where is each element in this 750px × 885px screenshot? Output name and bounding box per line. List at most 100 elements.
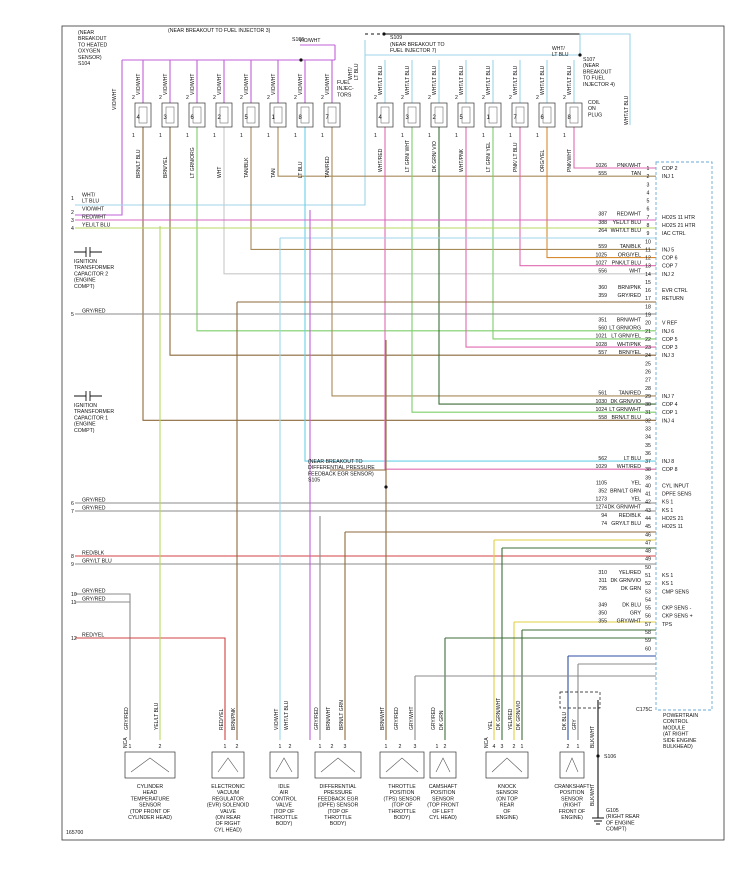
coil-feed-label: WHT/LT BLU xyxy=(378,65,384,95)
pcm-pin-number: 8 xyxy=(647,223,650,229)
pcm-pin-number: 20 xyxy=(645,321,651,327)
pcm-pin-number: 10 xyxy=(645,239,651,245)
ckp-shield xyxy=(559,691,601,709)
cop1-wire xyxy=(492,127,656,340)
inj7-wire xyxy=(331,127,656,397)
coil-feed-label: WHT/LT BLU xyxy=(513,65,519,95)
pcm-wire-color: BRN/PNK xyxy=(618,285,642,291)
pin-label: 2 xyxy=(159,95,162,101)
coil-feed-label: WHT/LT BLU xyxy=(540,65,546,95)
pcm-pin-number: 43 xyxy=(645,508,651,514)
pcm-wire-color: GRY/WHT xyxy=(617,619,642,625)
pcm-circuit-number: 1026 xyxy=(595,163,607,169)
inj3-wire xyxy=(169,127,656,356)
fuel-injector-body xyxy=(242,102,260,128)
tps-label: (TOP OF xyxy=(392,803,413,809)
pcm-label: SIDE ENGINE xyxy=(663,738,697,744)
injector-feed-label: VIO/WHT xyxy=(136,74,142,95)
sensor-wire-label: DK GRN/VIO xyxy=(516,700,522,730)
pcm-pin-function: INJ 3 xyxy=(662,353,674,359)
pin-label: 2 xyxy=(132,95,135,101)
pcm-pin-function: COP 3 xyxy=(662,345,678,351)
cht-label: SENSOR xyxy=(139,803,161,809)
pcm-pin-number: 25 xyxy=(645,361,651,367)
pcm-pin-number: 30 xyxy=(645,402,651,408)
pcm-wire-color: GRY/LT BLU xyxy=(611,521,641,527)
wht-ltblu-right-wire xyxy=(579,33,631,125)
dpfe-breakout-note: FEEDBACK EGR SENSOR) xyxy=(308,471,374,477)
sensor-wire-label: BRN/PNK xyxy=(231,707,237,730)
ks-yel-red-wire xyxy=(513,621,656,740)
pcm-pin-function: INJ 1 xyxy=(662,174,674,180)
ground-label: OF ENGINE xyxy=(606,820,635,826)
pcm-circuit-number: 74 xyxy=(601,521,607,527)
ignition-coil-coil-symbol xyxy=(461,106,471,124)
red-yel-evr-wire xyxy=(75,637,226,740)
o2-breakout-note: SENSOR) xyxy=(78,55,102,61)
ignition-capacitor-2-label: CAPACITOR 2 xyxy=(74,271,108,277)
s106-ground-splice xyxy=(596,754,600,758)
nca-label: NCA xyxy=(123,737,129,748)
left-wire-label: GRY/RED xyxy=(82,597,106,603)
pcm-circuit-number: 264 xyxy=(598,228,607,234)
s105-splice xyxy=(384,485,388,489)
sensor-pin-number: 1 xyxy=(577,744,580,750)
ignition-coil-body xyxy=(538,102,556,128)
cmp-label: SENSOR xyxy=(432,796,454,802)
tps-label: BODY) xyxy=(394,815,411,821)
tps-label: THROTTLE xyxy=(388,784,416,790)
sensor-pin-number: 2 xyxy=(289,744,292,750)
pcm-pin-function: CKP SENS + xyxy=(662,614,693,620)
cmp-label: CYL HEAD) xyxy=(429,815,457,821)
pcm-circuit-number: 1021 xyxy=(595,334,607,340)
pcm-wire-color: PNK/WHT xyxy=(617,163,642,169)
left-wire-label: GRY/RED xyxy=(82,309,106,315)
coil-signal-label: LT GRN/ WHT xyxy=(405,140,411,172)
inj7-breakout-note: (NEAR BREAKOUT TO xyxy=(390,42,444,48)
pin-label: 1 xyxy=(428,133,431,139)
cmp-signal-wire xyxy=(444,637,656,740)
iac-label: VALVE xyxy=(276,803,292,809)
sensor-wire-label: GRY/RED xyxy=(394,707,400,730)
gry-red-wire-10 xyxy=(75,593,131,740)
sensor-pin-number: 3 xyxy=(414,744,417,750)
pcm-wire-color: ORG/YEL xyxy=(618,252,641,258)
pcm-pin-function: KS 1 xyxy=(662,500,673,506)
ground-wire-label: BLK/WHT xyxy=(590,784,596,806)
ckp-pos-wire xyxy=(577,663,656,740)
sensor-pin-number: 1 xyxy=(385,744,388,750)
pin-label: 1 xyxy=(240,133,243,139)
fuel-injector-coil-symbol xyxy=(192,106,202,124)
pcm-pin-number: 2 xyxy=(647,174,650,180)
cht-label: (TOP FRONT OF xyxy=(130,809,170,815)
pcm-pin-function: KS 1 xyxy=(662,581,673,587)
sensor-pin-number: 1 xyxy=(224,744,227,750)
tps-label: (TPS) SENSOR xyxy=(384,796,421,802)
sensor-pin-number: 1 xyxy=(319,744,322,750)
cop5-wire xyxy=(465,127,656,348)
ks-label: ENGINE) xyxy=(496,815,518,821)
pcm-wire-color: YEL/LT BLU xyxy=(613,220,642,226)
pcm-pin-number: 1 xyxy=(647,166,650,172)
left-wire-label: YEL/LT BLU xyxy=(82,223,111,229)
pcm-pin-function: COP 2 xyxy=(662,166,678,172)
fuel-injector-number: 4 xyxy=(137,115,141,121)
ignition-capacitor-2-label: COMPT) xyxy=(74,284,95,290)
top-wire-label: VIO/WHT xyxy=(299,38,320,44)
sensor-wire-label: BRN/WHT xyxy=(326,707,332,730)
ignition-capacitor-2 xyxy=(74,247,102,257)
ignition-coil-coil-symbol xyxy=(434,106,444,124)
cmp-label: (TOP FRONT xyxy=(427,803,459,809)
pcm-pin-number: 41 xyxy=(645,492,651,498)
splice-label: S106 xyxy=(604,754,616,760)
pcm-wire-color: LT GRN/WHT xyxy=(609,407,642,413)
tps-sensor-body xyxy=(379,751,425,779)
pcm-pin-function: V REF xyxy=(662,321,677,327)
cht-label: CYLINDER xyxy=(137,784,163,790)
evr-label: CYL HEAD) xyxy=(214,827,242,833)
pcm-wire-color: RED/BLK xyxy=(619,513,642,519)
ignition-coil-body xyxy=(484,102,502,128)
wht-ltblu-left-wire xyxy=(75,40,366,206)
sensor-pin-number: 4 xyxy=(493,744,496,750)
pcm-circuit-number: 556 xyxy=(598,269,607,275)
